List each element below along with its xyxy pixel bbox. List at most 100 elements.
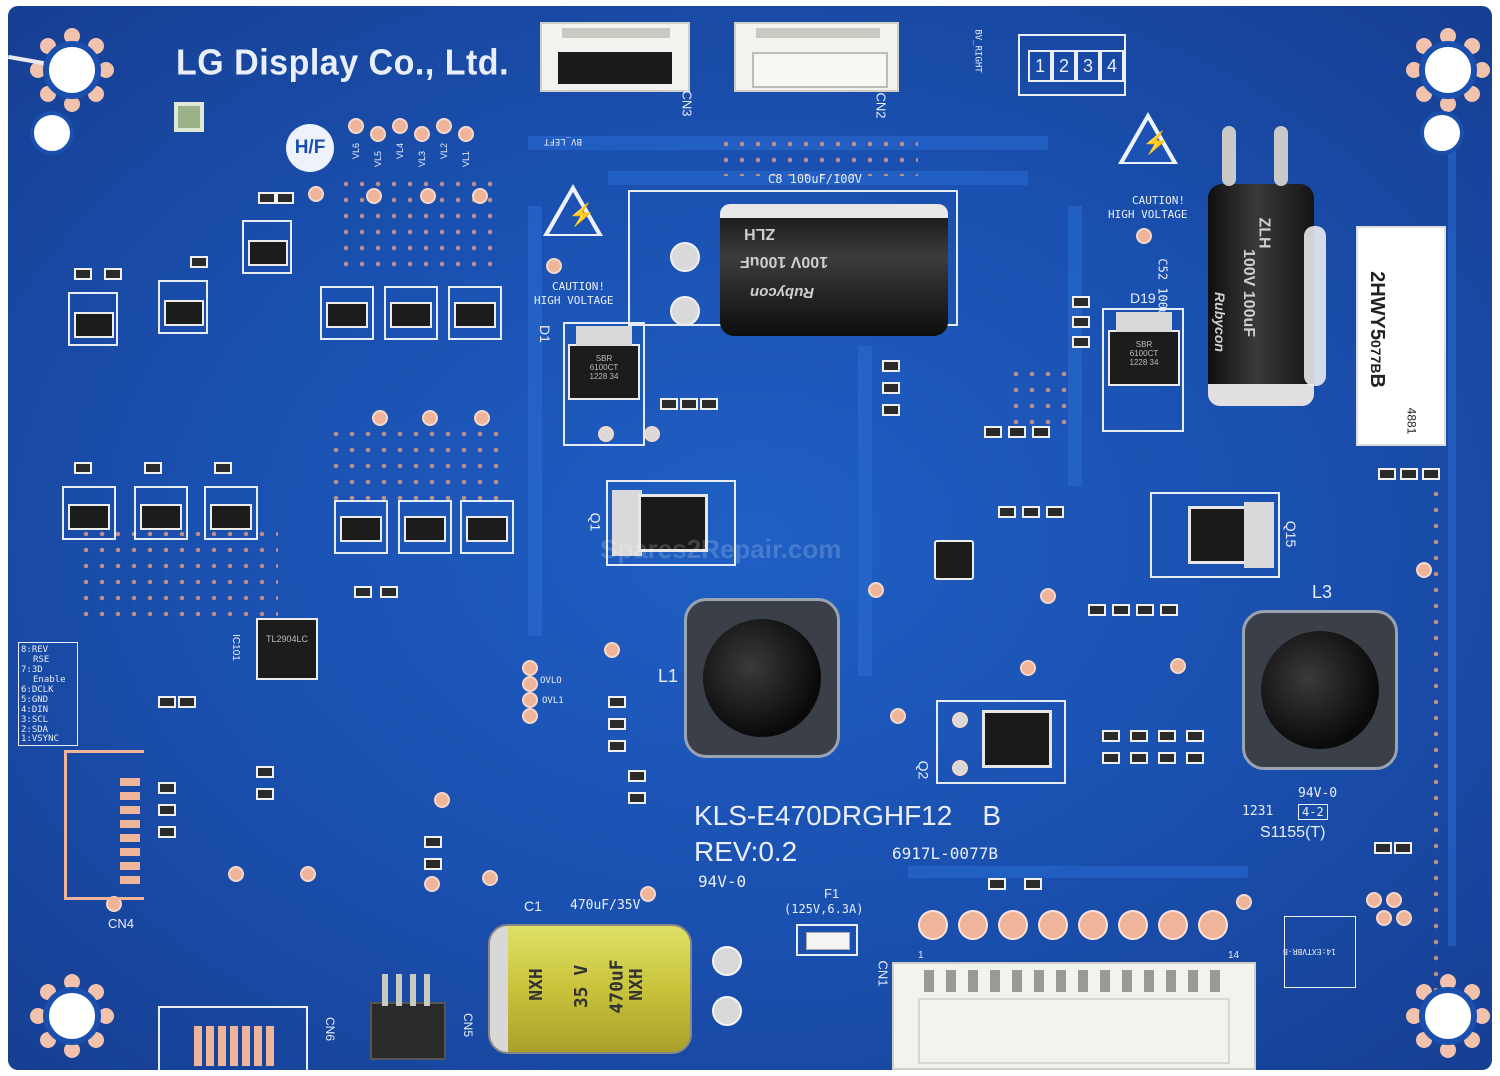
- resistor: [1024, 878, 1042, 890]
- resistor: [74, 268, 92, 280]
- q15-outline: [1150, 492, 1280, 578]
- l1-label: L1: [658, 666, 679, 686]
- resistor: [700, 398, 718, 410]
- cn3-label: CN3: [679, 90, 695, 117]
- resistor: [424, 858, 442, 870]
- test-pad: [1040, 588, 1056, 604]
- c1-print: NXH: [525, 968, 547, 1001]
- cn-box: 1 2 3 4: [1018, 34, 1126, 96]
- cn6-label: CN6: [323, 1016, 338, 1042]
- cn5-label: CN5: [461, 1012, 476, 1038]
- test-pad: [1386, 892, 1402, 908]
- resistor: [1130, 730, 1148, 742]
- resistor: [608, 718, 626, 730]
- resistor: [256, 766, 274, 778]
- c1-ref: C1: [524, 898, 542, 914]
- l1-inductor: [684, 598, 840, 758]
- resistor: [1160, 604, 1178, 616]
- c8-lead: [670, 242, 700, 272]
- transistor-outline: [320, 286, 374, 340]
- cn1-pin-start: 1: [918, 950, 924, 961]
- resistor: [1102, 752, 1120, 764]
- resistor: [144, 462, 162, 474]
- c52-print: ZLH: [1255, 217, 1273, 249]
- resistor: [882, 382, 900, 394]
- resistor: [1400, 468, 1418, 480]
- transistor-outline: [204, 486, 258, 540]
- transistor-chip: [140, 504, 182, 530]
- cn1-pad: [1038, 910, 1068, 940]
- vl-label: VL2: [439, 142, 450, 160]
- cn4-label: CN4: [108, 916, 135, 931]
- c8-print: 100V 100uF: [740, 253, 829, 270]
- caution-warning-right: ⚡ CAUTION! HIGH VOLTAGE: [1104, 112, 1214, 232]
- test-pad: [522, 708, 538, 724]
- cn2-side-label: BV_RIGHT: [972, 29, 983, 73]
- resistor: [256, 788, 274, 800]
- mounting-hole: [30, 111, 74, 155]
- resistor: [158, 804, 176, 816]
- cn6-pads: [194, 1026, 274, 1066]
- s-code: S1155(T): [1260, 824, 1326, 841]
- test-pad: [424, 876, 440, 892]
- cn1-pad: [918, 910, 948, 940]
- cn4-pin-label: 3:SCL: [21, 715, 49, 725]
- resistor: [882, 360, 900, 372]
- cn4-pin-label: 2:SDA: [21, 725, 49, 735]
- cn3-connector: [540, 22, 690, 92]
- cn1-pin-label: 14:EXTVBR-B: [1283, 947, 1336, 956]
- test-pad: [522, 692, 538, 708]
- cn4-pin-label: 6:DCLK: [21, 685, 54, 695]
- q2-lead: [952, 712, 968, 728]
- caution-line1: CAUTION!: [1132, 194, 1185, 207]
- c8-label: C8 100uF/100V: [768, 172, 862, 186]
- d19-tab: [1116, 312, 1172, 332]
- watermark: Spares2Repair.com: [600, 534, 842, 564]
- manufacturer-label: LG Display Co., Ltd.: [176, 43, 510, 83]
- resistor: [608, 740, 626, 752]
- transistor-outline: [158, 280, 208, 334]
- test-pad: [640, 886, 656, 902]
- ic101-chip: TL2904LC: [256, 618, 318, 680]
- test-pad: [868, 582, 884, 598]
- test-pad: [1376, 910, 1392, 926]
- ul-rating: 94V-0: [1298, 786, 1338, 801]
- vl-label: VL4: [395, 142, 406, 160]
- controller-chip: [934, 540, 974, 580]
- lightning-icon: ⚡: [568, 202, 596, 227]
- date-code: 1231: [1242, 804, 1274, 819]
- cn-box-cell: 2: [1052, 50, 1076, 82]
- test-pad: [522, 660, 538, 676]
- fuse-rating: (125V,6.3A): [784, 902, 864, 916]
- resistor: [380, 586, 398, 598]
- q1-tab: [612, 490, 642, 556]
- resistor: [984, 426, 1002, 438]
- mounting-hole: [1406, 28, 1490, 112]
- resistor: [190, 256, 208, 268]
- vl-pad: [458, 126, 474, 142]
- test-pad: [472, 188, 488, 204]
- resistor: [1374, 842, 1392, 854]
- test-pad: [1236, 894, 1252, 910]
- cn4-pin-label: Enable: [33, 675, 66, 685]
- resistor: [214, 462, 232, 474]
- resistor: [1072, 296, 1090, 308]
- resistor: [608, 696, 626, 708]
- cn3-side-label: BV_LEFT: [544, 136, 582, 146]
- vl-pad: [370, 126, 386, 142]
- cn-box-cell: 3: [1076, 50, 1100, 82]
- l3-label: L3: [1312, 582, 1333, 602]
- caution-line1: CAUTION!: [552, 280, 605, 293]
- cn1-connector: [892, 962, 1256, 1070]
- test-pad: [228, 866, 244, 882]
- test-pad: [308, 186, 324, 202]
- transistor-outline: [334, 500, 388, 554]
- cn2-label: CN2: [873, 92, 889, 119]
- q15-tab: [1244, 502, 1274, 568]
- transistor-outline: [242, 220, 292, 274]
- c1-print: 470uF: [606, 959, 628, 1014]
- cn4-pin-label: 1:VSYNC: [21, 734, 59, 744]
- cn4-outline: [64, 750, 144, 900]
- mounting-hole: [1406, 974, 1490, 1058]
- test-pad: [366, 188, 382, 204]
